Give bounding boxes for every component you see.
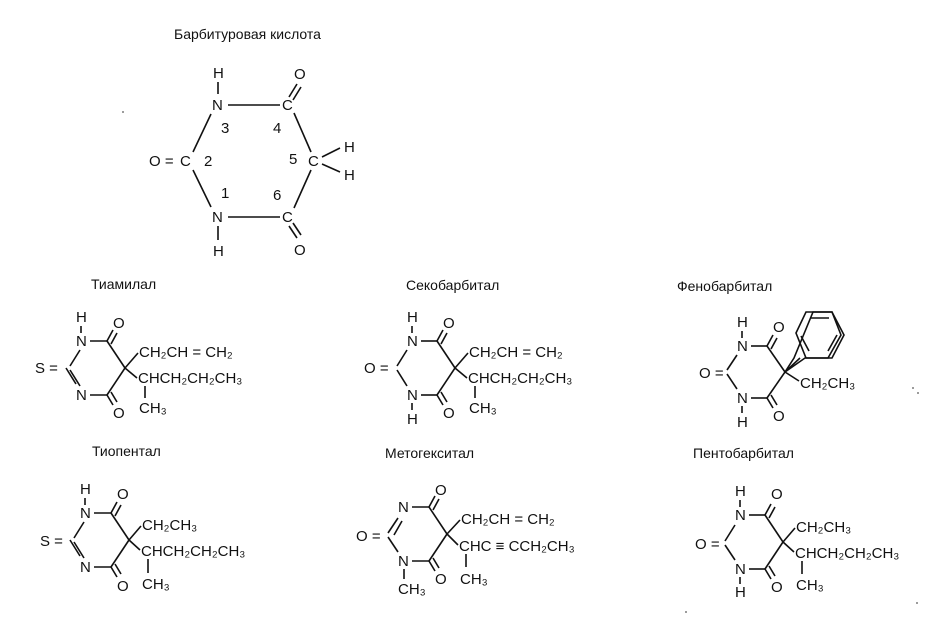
substituent-methyl: CH₃ [139, 400, 167, 417]
atom-o: O [771, 579, 783, 596]
atom-n: N [398, 499, 409, 516]
ring-number-6: 6 [273, 187, 281, 204]
atom-n: N [76, 333, 87, 350]
caption-secobarbital: Секобарбитал [406, 277, 499, 293]
substituent-methyl: CH₃ [796, 577, 824, 594]
atom-o-6: O [294, 242, 306, 259]
atom-h-1: H [213, 243, 224, 260]
atom-n: N [407, 333, 418, 350]
atom-o: O [435, 482, 447, 499]
atom-n: N [398, 553, 409, 570]
substituent-allyl: CH₂CH = CH₂ [139, 344, 233, 361]
atom-o-eq: O = [699, 365, 724, 382]
atom-n: N [80, 559, 91, 576]
atom-h: H [737, 314, 748, 331]
substituent-pentan2yl: CHCH₂CH₂CH₃ [141, 543, 245, 560]
atom-h-5b: H [344, 167, 355, 184]
substituent-ethyl: CH₂CH₃ [796, 519, 851, 536]
substituent-pentan2yl: CHCH₂CH₂CH₃ [138, 370, 242, 387]
atom-s-eq: S = [35, 360, 58, 377]
ring-number-1: 1 [221, 185, 229, 202]
substituent-methyl: CH₃ [460, 571, 488, 588]
substituent-methyl: CH₃ [142, 576, 170, 593]
substituent-pentan2yl: CHCH₂CH₂CH₃ [795, 545, 899, 562]
substituent-methyl: CH₃ [469, 400, 497, 417]
atom-o-eq: O = [695, 536, 720, 553]
atom-h: H [80, 481, 91, 498]
atom-o: O [773, 319, 785, 336]
atom-s-eq: S = [40, 533, 63, 550]
substituent-ethyl: CH₂CH₃ [800, 375, 855, 392]
atom-n: N [76, 387, 87, 404]
atom-h: H [735, 584, 746, 601]
atom-h: H [407, 411, 418, 428]
atom-o-eq: O = [364, 360, 389, 377]
atom-c-6: C [282, 209, 293, 226]
atom-o: O [443, 315, 455, 332]
atom-o-4: O [294, 66, 306, 83]
secobarbital-structure: Секобарбитал H N O CH₂CH = CH₂ CHCH₂CH₂C… [364, 277, 572, 428]
atom-o: O [113, 315, 125, 332]
atom-o-2: O = [149, 153, 174, 170]
substituent-ethyl: CH₂CH₃ [142, 517, 197, 534]
caption-methohexital: Метогекситал [385, 445, 474, 461]
substituent-allyl: CH₂CH = CH₂ [469, 344, 563, 361]
substituent-allyl: CH₂CH = CH₂ [461, 511, 555, 528]
atom-c-2: C [180, 153, 191, 170]
atom-h: H [735, 483, 746, 500]
thiamylal-structure: Тиамилал H N O CH₂CH = CH₂ CHCH₂CH₂CH₃ C… [35, 276, 242, 422]
phenobarbital-structure: Фенобарбитал H N O CH₂CH₃ O N H O = [677, 278, 855, 431]
atom-n: N [737, 390, 748, 407]
caption-thiopental: Тиопентал [92, 443, 161, 459]
atom-c-4: C [282, 97, 293, 114]
atom-o: O [443, 405, 455, 422]
ring-number-2: 2 [204, 153, 212, 170]
atom-h-3: H [213, 65, 224, 82]
pentobarbital-structure: Пентобарбитал H N O CH₂CH₃ CHCH₂CH₂CH₃ C… [693, 445, 899, 601]
caption-thiamylal: Тиамилал [91, 276, 156, 292]
atom-o: O [117, 486, 129, 503]
caption-pentobarbital: Пентобарбитал [693, 445, 794, 461]
atom-n: N [407, 387, 418, 404]
atom-n-3: N [212, 97, 223, 114]
atom-n: N [735, 561, 746, 578]
atom-h: H [737, 414, 748, 431]
methohexital-structure: Метогекситал N O CH₂CH = CH₂ CHC ≡ CCH₂C… [356, 445, 575, 598]
atom-o: O [117, 578, 129, 595]
scan-specks [122, 111, 919, 613]
substituent-pentan2yl: CHCH₂CH₂CH₃ [468, 370, 572, 387]
atom-n: N [737, 338, 748, 355]
atom-h-5a: H [344, 139, 355, 156]
caption-barbituric-acid: Барбитуровая кислота [174, 26, 321, 42]
caption-phenobarbital: Фенобарбитал [677, 278, 772, 294]
ring-number-5: 5 [289, 151, 297, 168]
barbituric-acid-structure: Барбитуровая кислота H N C O C H H C O N… [149, 26, 355, 260]
atom-n: N [735, 507, 746, 524]
atom-n: N [80, 505, 91, 522]
atom-c-5: C [308, 153, 319, 170]
ring-number-4: 4 [273, 120, 281, 137]
ring-number-3: 3 [221, 120, 229, 137]
atom-o: O [773, 408, 785, 425]
thiopental-structure: Тиопентал H N O CH₂CH₃ CHCH₂CH₂CH₃ CH₃ O… [40, 443, 245, 595]
substituent-methyl: CH₃ [398, 581, 426, 598]
benzene-ring [795, 311, 845, 359]
atom-o: O [113, 405, 125, 422]
atom-h: H [76, 309, 87, 326]
atom-o: O [435, 571, 447, 588]
atom-h: H [407, 309, 418, 326]
atom-n-1: N [212, 209, 223, 226]
substituent-hexynyl: CHC ≡ CCH₂CH₃ [459, 538, 575, 555]
atom-o: O [771, 486, 783, 503]
atom-o-eq: O = [356, 528, 381, 545]
